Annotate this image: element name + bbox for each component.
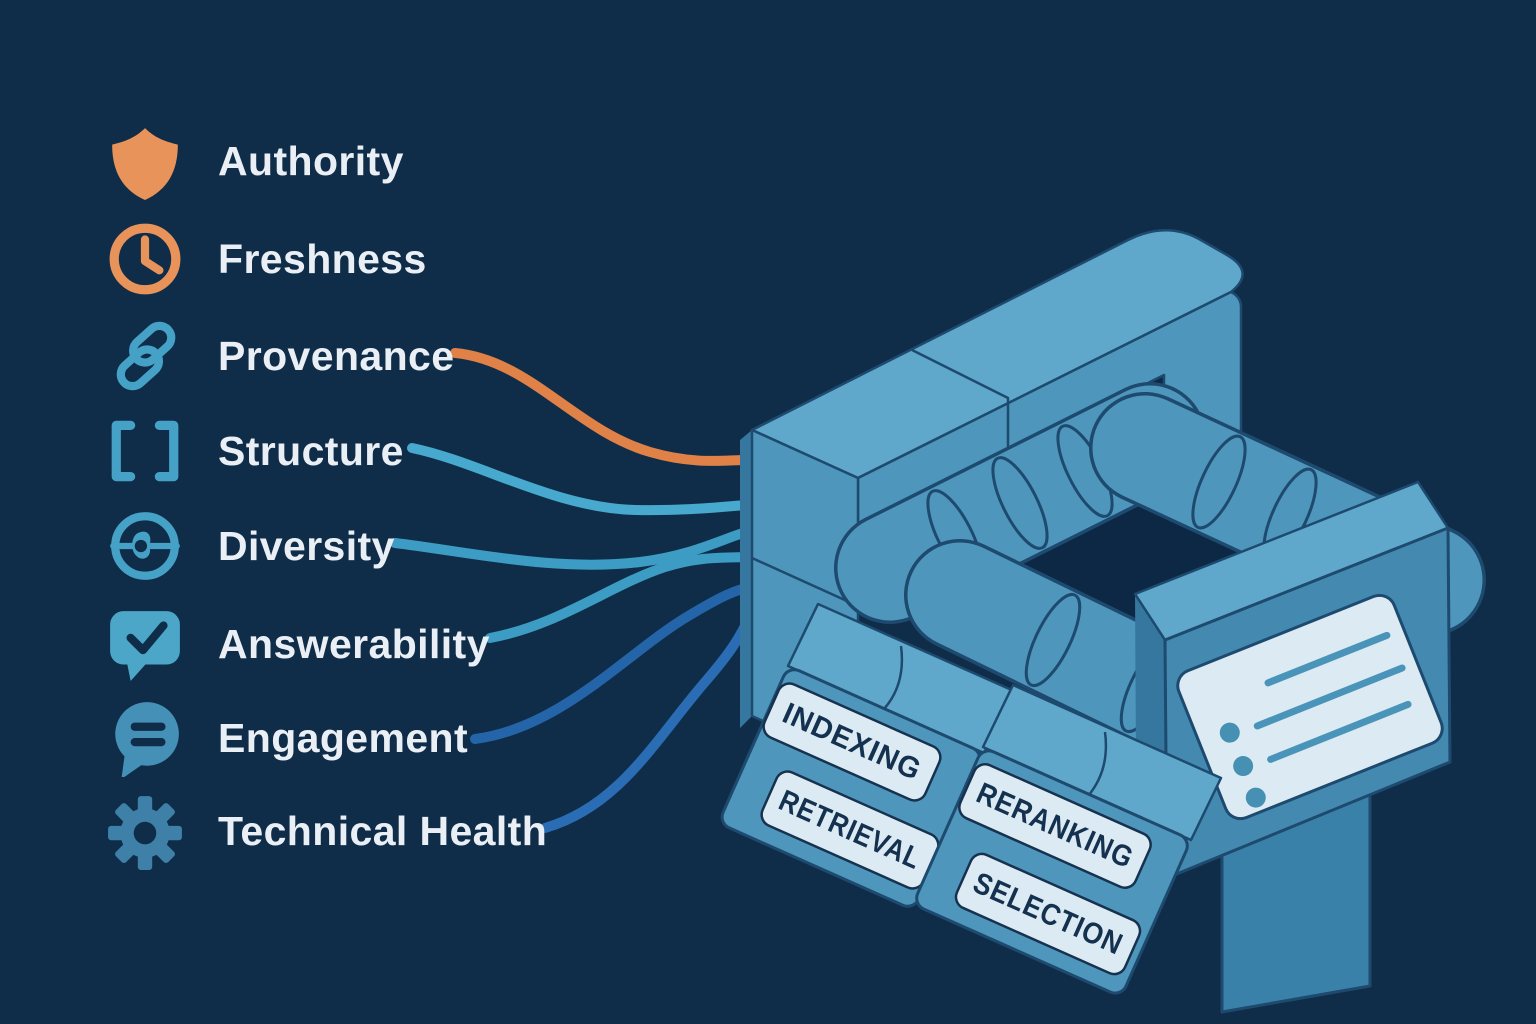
connector-line-engagement: [470, 583, 751, 744]
factor-row-structure: Structure: [106, 412, 404, 490]
factor-label: Diversity: [218, 522, 395, 569]
bullet-dot: [1245, 787, 1266, 808]
factor-label: Answerability: [218, 620, 490, 667]
output-panel-list: [1219, 631, 1412, 808]
stage-block-left: INDEXING RETRIEVAL: [720, 602, 1016, 908]
machine-tower-side: [740, 430, 752, 728]
factor-label: Provenance: [218, 332, 455, 379]
chat-lines-icon: [106, 699, 184, 777]
machine-arch-top-face: [750, 229, 1244, 480]
pipeline-machine: INDEXING RETRIEVAL RERANKING SELEC: [720, 229, 1486, 1014]
connector-line-structure: [407, 443, 751, 516]
machine-tower-joint: [751, 556, 859, 608]
output-panel: [1176, 593, 1444, 821]
connector-line-technical-health: [540, 617, 752, 833]
factor-row-authority: Authority: [106, 122, 404, 200]
factor-row-provenance: Provenance: [106, 317, 454, 395]
stage-block-right-top-joint: [1087, 731, 1108, 797]
factor-row-freshness: Freshness: [106, 220, 427, 298]
gear-icon: [106, 792, 184, 870]
chain-link-icon: [106, 317, 184, 395]
factor-label: Technical Health: [218, 807, 548, 854]
factor-row-engagement: Engagement: [106, 699, 468, 777]
connector-line-diversity: [390, 527, 751, 570]
factor-label: Structure: [218, 427, 404, 474]
shield-icon: [106, 122, 184, 200]
factor-label: Engagement: [218, 714, 469, 761]
bullet-dot: [1233, 756, 1254, 777]
connector-lines: [390, 348, 752, 833]
brackets-icon: [106, 412, 184, 490]
machine-beam-joint: [911, 348, 1010, 462]
clock-icon: [106, 220, 184, 298]
output-slab: [1133, 480, 1452, 1014]
target-icon: [106, 507, 184, 585]
connector-line-provenance: [450, 348, 751, 466]
factor-row-diversity: Diversity: [106, 507, 395, 585]
factor-label: Freshness: [218, 235, 427, 282]
chat-check-icon: [106, 605, 184, 683]
factor-row-answerability: Answerability: [106, 605, 490, 683]
bullet-dot: [1219, 722, 1240, 743]
connector-line-answerability: [485, 552, 751, 643]
factor-label: Authority: [218, 137, 404, 184]
stage-block-left-top-joint: [883, 645, 904, 710]
factor-row-technical-health: Technical Health: [106, 792, 547, 870]
